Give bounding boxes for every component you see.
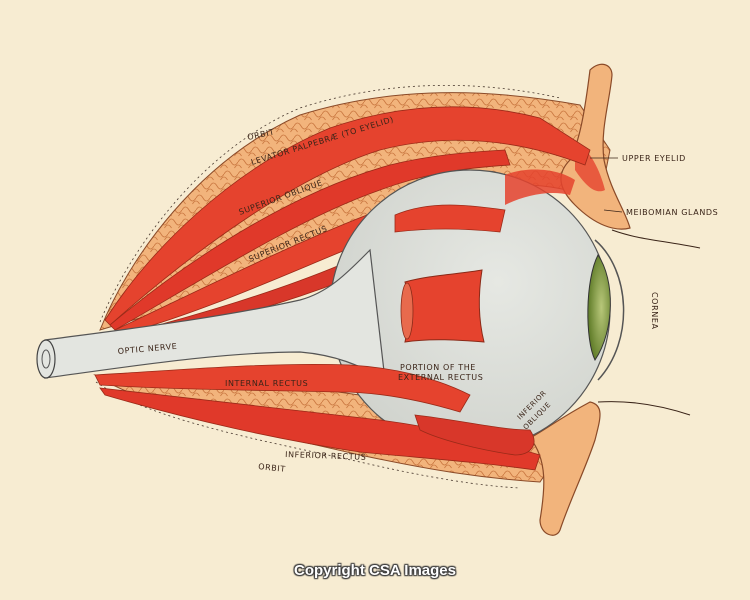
label-external-rectus-2: EXTERNAL RECTUS <box>398 373 483 382</box>
label-cornea: CORNEA <box>650 292 659 330</box>
label-internal-rectus: INTERNAL RECTUS <box>225 379 308 388</box>
label-upper-eyelid: UPPER EYELID <box>622 154 686 163</box>
label-inferior-rectus: INFERIOR RECTUS <box>285 450 367 462</box>
lower-eyelid <box>529 401 601 536</box>
label-meibomian-glands: MEIBOMIAN GLANDS <box>626 208 718 217</box>
label-external-rectus-1: PORTION OF THE <box>400 363 476 372</box>
levator-tendon <box>505 169 575 205</box>
inferior-rectus-muscle <box>99 387 541 471</box>
external-rectus-portion <box>404 269 485 343</box>
optic-nerve-end <box>36 339 56 379</box>
internal-rectus-muscle <box>94 363 471 413</box>
iris <box>587 254 611 361</box>
superior-rectus-insertion <box>394 204 506 233</box>
label-orbit-bottom: ORBIT <box>258 462 286 474</box>
orbit-hatching <box>95 84 561 489</box>
lower-muscles <box>94 363 541 471</box>
copyright-watermark: Copyright CSA Images <box>294 562 456 579</box>
external-rectus-cut-end <box>400 282 414 340</box>
cornea <box>594 239 625 381</box>
levator-muscle <box>104 106 591 326</box>
inferior-oblique-muscle <box>414 414 535 456</box>
leader-lines <box>590 157 701 416</box>
superior-oblique-muscle <box>109 149 511 331</box>
optic-nerve-core <box>41 349 51 369</box>
